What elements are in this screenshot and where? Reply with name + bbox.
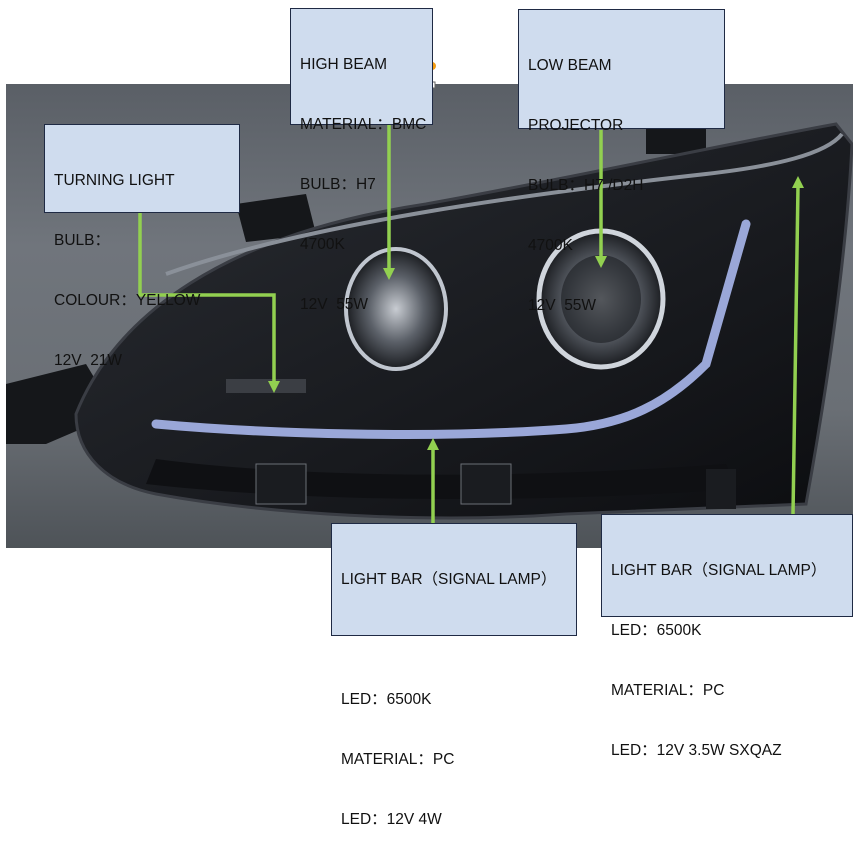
callout-line: LOW BEAM <box>528 57 612 74</box>
light-bar-right-leader <box>791 185 800 515</box>
arrowhead-icon <box>792 176 804 188</box>
callout-line: 12V 21W <box>54 352 123 369</box>
headlamp-illustration <box>6 122 853 520</box>
turning-light-callout: TURNING LIGHT BULB： COLOUR：YELLOW 12V 21… <box>44 124 240 369</box>
callout-line: BULB：H7 /D2H <box>528 177 644 194</box>
callout-line: TURNING LIGHT <box>54 172 175 189</box>
callout-line: 4700K <box>528 237 573 254</box>
leader-lines <box>138 62 804 551</box>
bottom-mount-center <box>460 463 512 505</box>
arrowhead-icon <box>427 438 439 450</box>
callout-line: LED：12V 3.5W SXQAZ <box>611 742 782 759</box>
light-bar-right-callout: LIGHT BAR（SIGNAL LAMP） LED：6500K MATERIA… <box>601 514 853 759</box>
headlamp-photo <box>6 84 853 548</box>
callout-line: MATERIAL：PC <box>341 751 455 768</box>
lamp-housing <box>74 122 853 520</box>
low-beam-callout: LOW BEAM PROJECTOR BULB：H7 /D2H 4700K 12… <box>518 9 725 314</box>
callout-line: 4700K <box>300 236 345 253</box>
high-beam-callout: HIGH BEAM MATERIAL：BMC BULB：H7 4700K 12V… <box>290 8 433 313</box>
top-bracket <box>236 194 316 242</box>
turning-light-leader <box>138 212 276 383</box>
callout-line: BULB： <box>54 232 110 249</box>
light-guide-bar <box>151 219 751 439</box>
high-beam-reflector <box>344 247 448 371</box>
callout-line: MATERIAL：PC <box>611 682 725 699</box>
arrowhead-icon <box>268 381 280 393</box>
top-right-clip <box>646 124 706 154</box>
arrowhead-icon <box>383 268 395 280</box>
callout-line: MATERIAL：BMC <box>300 116 427 133</box>
callout-line: LIGHT BAR（SIGNAL LAMP） <box>341 571 557 588</box>
light-bar-center-callout: LIGHT BAR（SIGNAL LAMP） LED：6500K MATERIA… <box>331 523 577 828</box>
callout-line: HIGH BEAM <box>300 56 387 73</box>
bottom-mount-right <box>706 469 736 509</box>
callout-line <box>341 630 568 650</box>
callout-line: 12V 55W <box>528 297 597 314</box>
arrowhead-icon <box>595 256 607 268</box>
turn-signal-area <box>226 379 306 393</box>
callout-line: PROJECTOR <box>528 117 624 134</box>
callout-line: 12V 55W <box>300 296 369 313</box>
callout-line: LED：6500K <box>341 691 432 708</box>
callout-line: BULB：H7 <box>300 176 376 193</box>
callout-line: LED：6500K <box>611 622 702 639</box>
bottom-mount-left <box>255 463 307 505</box>
callout-line: LIGHT BAR（SIGNAL LAMP） <box>611 562 827 579</box>
callout-line: LED：12V 4W <box>341 811 442 828</box>
callout-line: COLOUR：YELLOW <box>54 292 201 309</box>
